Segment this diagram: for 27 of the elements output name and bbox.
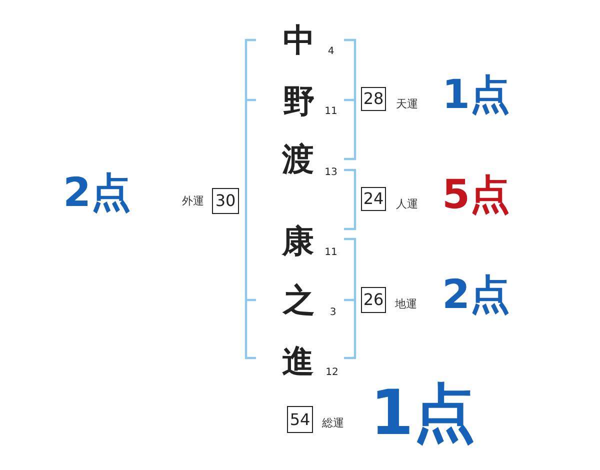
name-character: 康 <box>282 225 314 257</box>
category-label: 総運 <box>322 418 344 428</box>
name-character: 野 <box>283 85 315 117</box>
stroke-count: 11 <box>324 107 338 117</box>
score-text: 1点 <box>370 382 476 444</box>
name-character: 之 <box>283 284 315 316</box>
score-text: 2点 <box>442 275 510 315</box>
number-box: 54 <box>287 406 313 433</box>
name-character: 渡 <box>282 143 314 175</box>
category-label: 地運 <box>395 298 417 310</box>
score-text: 1点 <box>442 75 510 115</box>
stroke-count: 4 <box>328 47 334 57</box>
score-text: 5点 <box>442 175 510 215</box>
stroke-count: 13 <box>324 168 338 178</box>
name-character: 進 <box>282 345 314 377</box>
category-label: 天運 <box>396 98 418 110</box>
score-text: 2点 <box>63 173 131 213</box>
number-box: 28 <box>361 87 386 111</box>
stroke-count: 12 <box>326 368 338 378</box>
name-character: 中 <box>283 24 315 56</box>
category-label: 外運 <box>182 196 204 206</box>
stroke-count: 3 <box>330 308 336 318</box>
number-box: 26 <box>361 287 386 313</box>
number-box: 30 <box>212 188 239 214</box>
stroke-count: 11 <box>324 248 338 258</box>
number-box: 24 <box>361 187 386 211</box>
category-label: 人運 <box>396 198 418 210</box>
